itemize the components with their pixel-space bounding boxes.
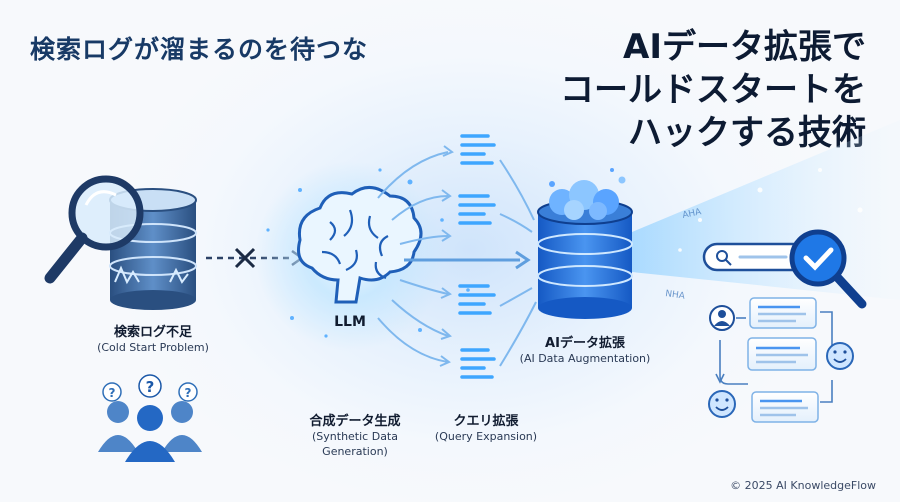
headline-right-line-1: AIデータ拡張で bbox=[623, 27, 866, 67]
user-icon bbox=[709, 305, 735, 331]
synthetic-subtitle-1: (Synthetic Data bbox=[312, 430, 398, 443]
sparkles bbox=[266, 168, 470, 338]
beam-word-2: NHA bbox=[665, 289, 687, 302]
augmentation-label: AIデータ拡張 (AI Data Augmentation) bbox=[515, 332, 655, 366]
main-arrow bbox=[404, 250, 531, 270]
document-icon bbox=[458, 134, 496, 379]
headline-right: AIデータ拡張で コールドスタートを ハックする技術 bbox=[560, 26, 866, 155]
expansion-arrows bbox=[377, 145, 454, 367]
smile-icon bbox=[708, 342, 854, 418]
query-expansion-title: クエリ拡張 bbox=[453, 414, 519, 429]
augmentation-title: AIデータ拡張 bbox=[545, 336, 625, 351]
headline-right-line-3: ハックする技術 bbox=[628, 113, 866, 153]
svg-text:?: ? bbox=[109, 386, 116, 400]
person-group-icon bbox=[98, 401, 202, 462]
headline-right-line-2: コールドスタートを bbox=[560, 70, 866, 110]
query-expansion-subtitle: (Query Expansion) bbox=[434, 430, 538, 443]
checkmark-icon bbox=[789, 229, 867, 309]
converge-arrows bbox=[499, 159, 537, 367]
headline-left: 検索ログが溜まるのを待つな bbox=[30, 35, 369, 64]
synthetic-label: 合成データ生成 (Synthetic Data Generation) bbox=[290, 410, 420, 459]
augmentation-subtitle: (AI Data Augmentation) bbox=[519, 352, 651, 365]
result-cards bbox=[747, 297, 819, 423]
magnifier-icon bbox=[44, 175, 144, 284]
cross-icon bbox=[234, 247, 256, 269]
loop-arrows bbox=[715, 311, 833, 403]
llm-label: LLM bbox=[334, 314, 366, 330]
ai-database-icon bbox=[537, 168, 633, 319]
question-icon: ? ? ? bbox=[102, 374, 198, 402]
copyright-text: © 2025 AI KnowledgeFlow bbox=[730, 479, 876, 492]
cold-start-subtitle: (Cold Start Problem) bbox=[97, 341, 209, 354]
synthetic-title: 合成データ生成 bbox=[309, 414, 401, 429]
svg-text:?: ? bbox=[185, 386, 192, 400]
svg-text:?: ? bbox=[146, 378, 155, 396]
database-icon bbox=[109, 188, 197, 310]
synthetic-subtitle-2: Generation) bbox=[322, 445, 388, 458]
cold-start-label: 検索ログ不足 (Cold Start Problem) bbox=[78, 321, 228, 355]
cold-start-title: 検索ログ不足 bbox=[113, 325, 192, 340]
query-expansion-label: クエリ拡張 (Query Expansion) bbox=[420, 410, 552, 444]
beam-word-1: AHA bbox=[682, 207, 704, 221]
